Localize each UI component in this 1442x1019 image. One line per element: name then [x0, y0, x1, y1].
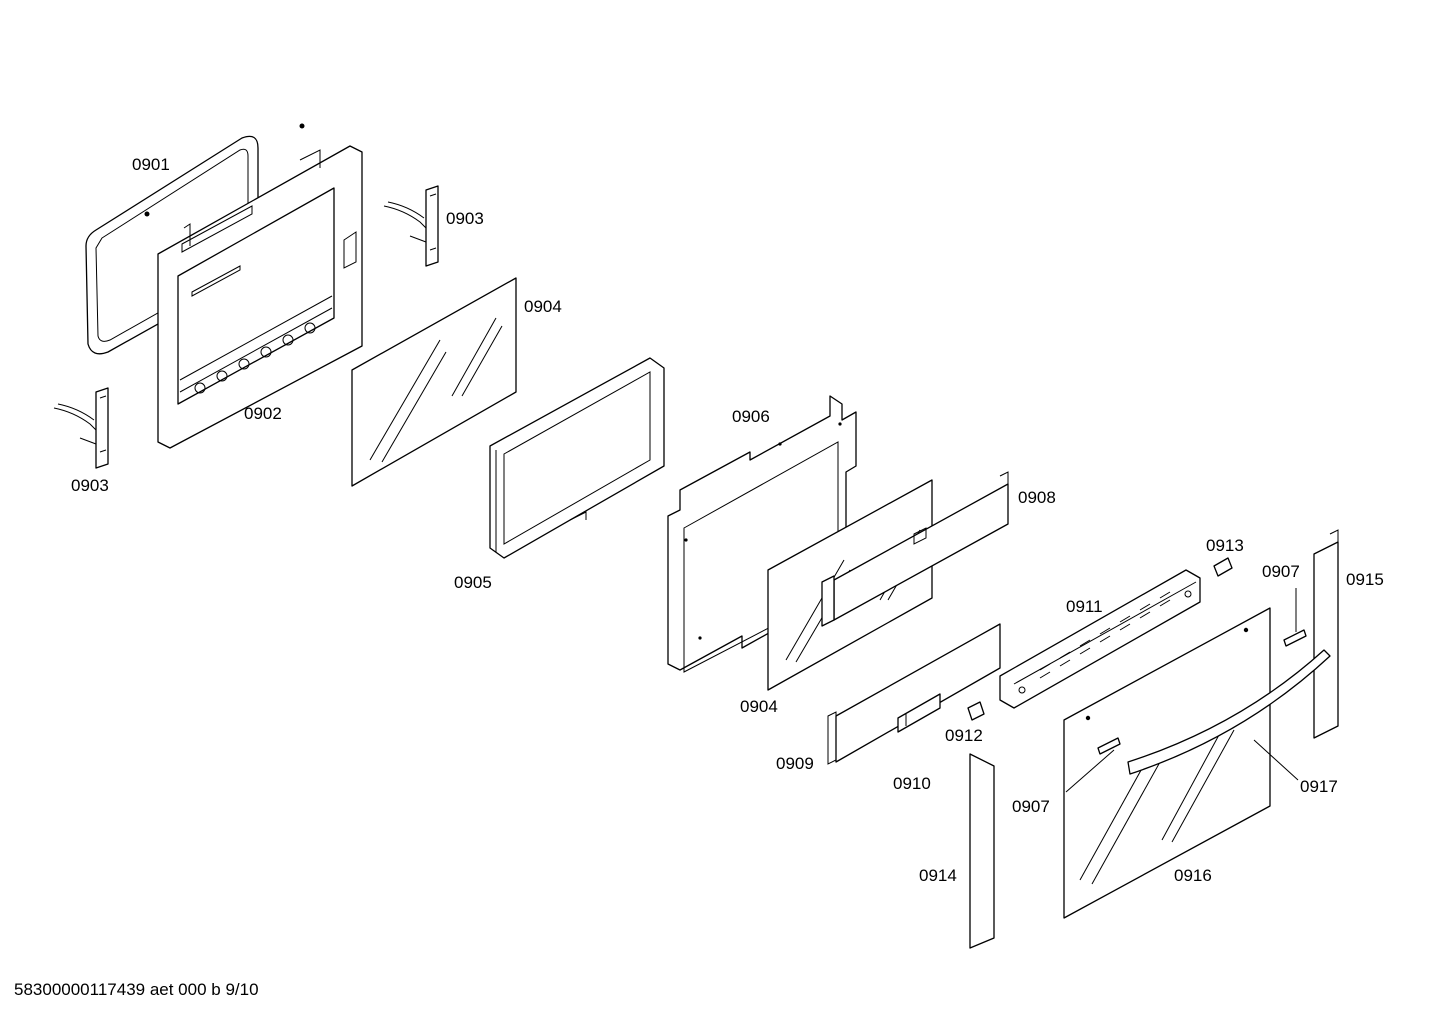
- document-reference: 58300000117439 aet 000 b 9/10: [14, 980, 259, 999]
- label-0903-upper: 0903: [446, 209, 484, 228]
- label-0903-lower: 0903: [71, 476, 109, 495]
- label-0904-lower: 0904: [740, 697, 778, 716]
- label-0912: 0912: [945, 726, 983, 745]
- label-0909: 0909: [776, 754, 814, 773]
- part-0916-outer-glass: [1063, 607, 1271, 919]
- part-0903-hinge-lower: [53, 387, 109, 469]
- label-0907-upper: 0907: [1262, 562, 1300, 581]
- label-0910: 0910: [893, 774, 931, 793]
- part-0902-inner-frame: [157, 145, 363, 449]
- part-0910-bracket: [897, 693, 941, 733]
- label-0915: 0915: [1346, 570, 1384, 589]
- part-0908-cover-strip: [821, 471, 1009, 627]
- part-0914-side-profile: [969, 753, 995, 949]
- label-0917: 0917: [1300, 777, 1338, 796]
- label-0908: 0908: [1018, 488, 1056, 507]
- part-0915-side-profile: [1313, 529, 1339, 739]
- label-0901: 0901: [132, 155, 170, 174]
- label-0902: 0902: [244, 404, 282, 423]
- part-0909-lower-strip: [827, 623, 1001, 765]
- part-0907-handle-mounts: [1097, 629, 1307, 755]
- label-0911: 0911: [1066, 597, 1103, 616]
- label-0906: 0906: [732, 407, 770, 426]
- part-0917-handle: [1127, 649, 1331, 775]
- part-0904-glass-upper: [351, 277, 517, 487]
- leader-lines: [1065, 588, 1299, 793]
- part-0912-clip: [967, 701, 985, 721]
- part-0913-clip: [1213, 557, 1233, 577]
- label-0905: 0905: [454, 573, 492, 592]
- label-0913: 0913: [1206, 536, 1244, 555]
- label-0914: 0914: [919, 866, 957, 885]
- label-0904-upper: 0904: [524, 297, 562, 316]
- part-0911-vent-trim: [999, 569, 1201, 709]
- label-0907-lower: 0907: [1012, 797, 1050, 816]
- part-0905-glass-frame: [489, 357, 665, 559]
- part-0903-hinge-upper: [383, 185, 439, 267]
- label-0916: 0916: [1174, 866, 1212, 885]
